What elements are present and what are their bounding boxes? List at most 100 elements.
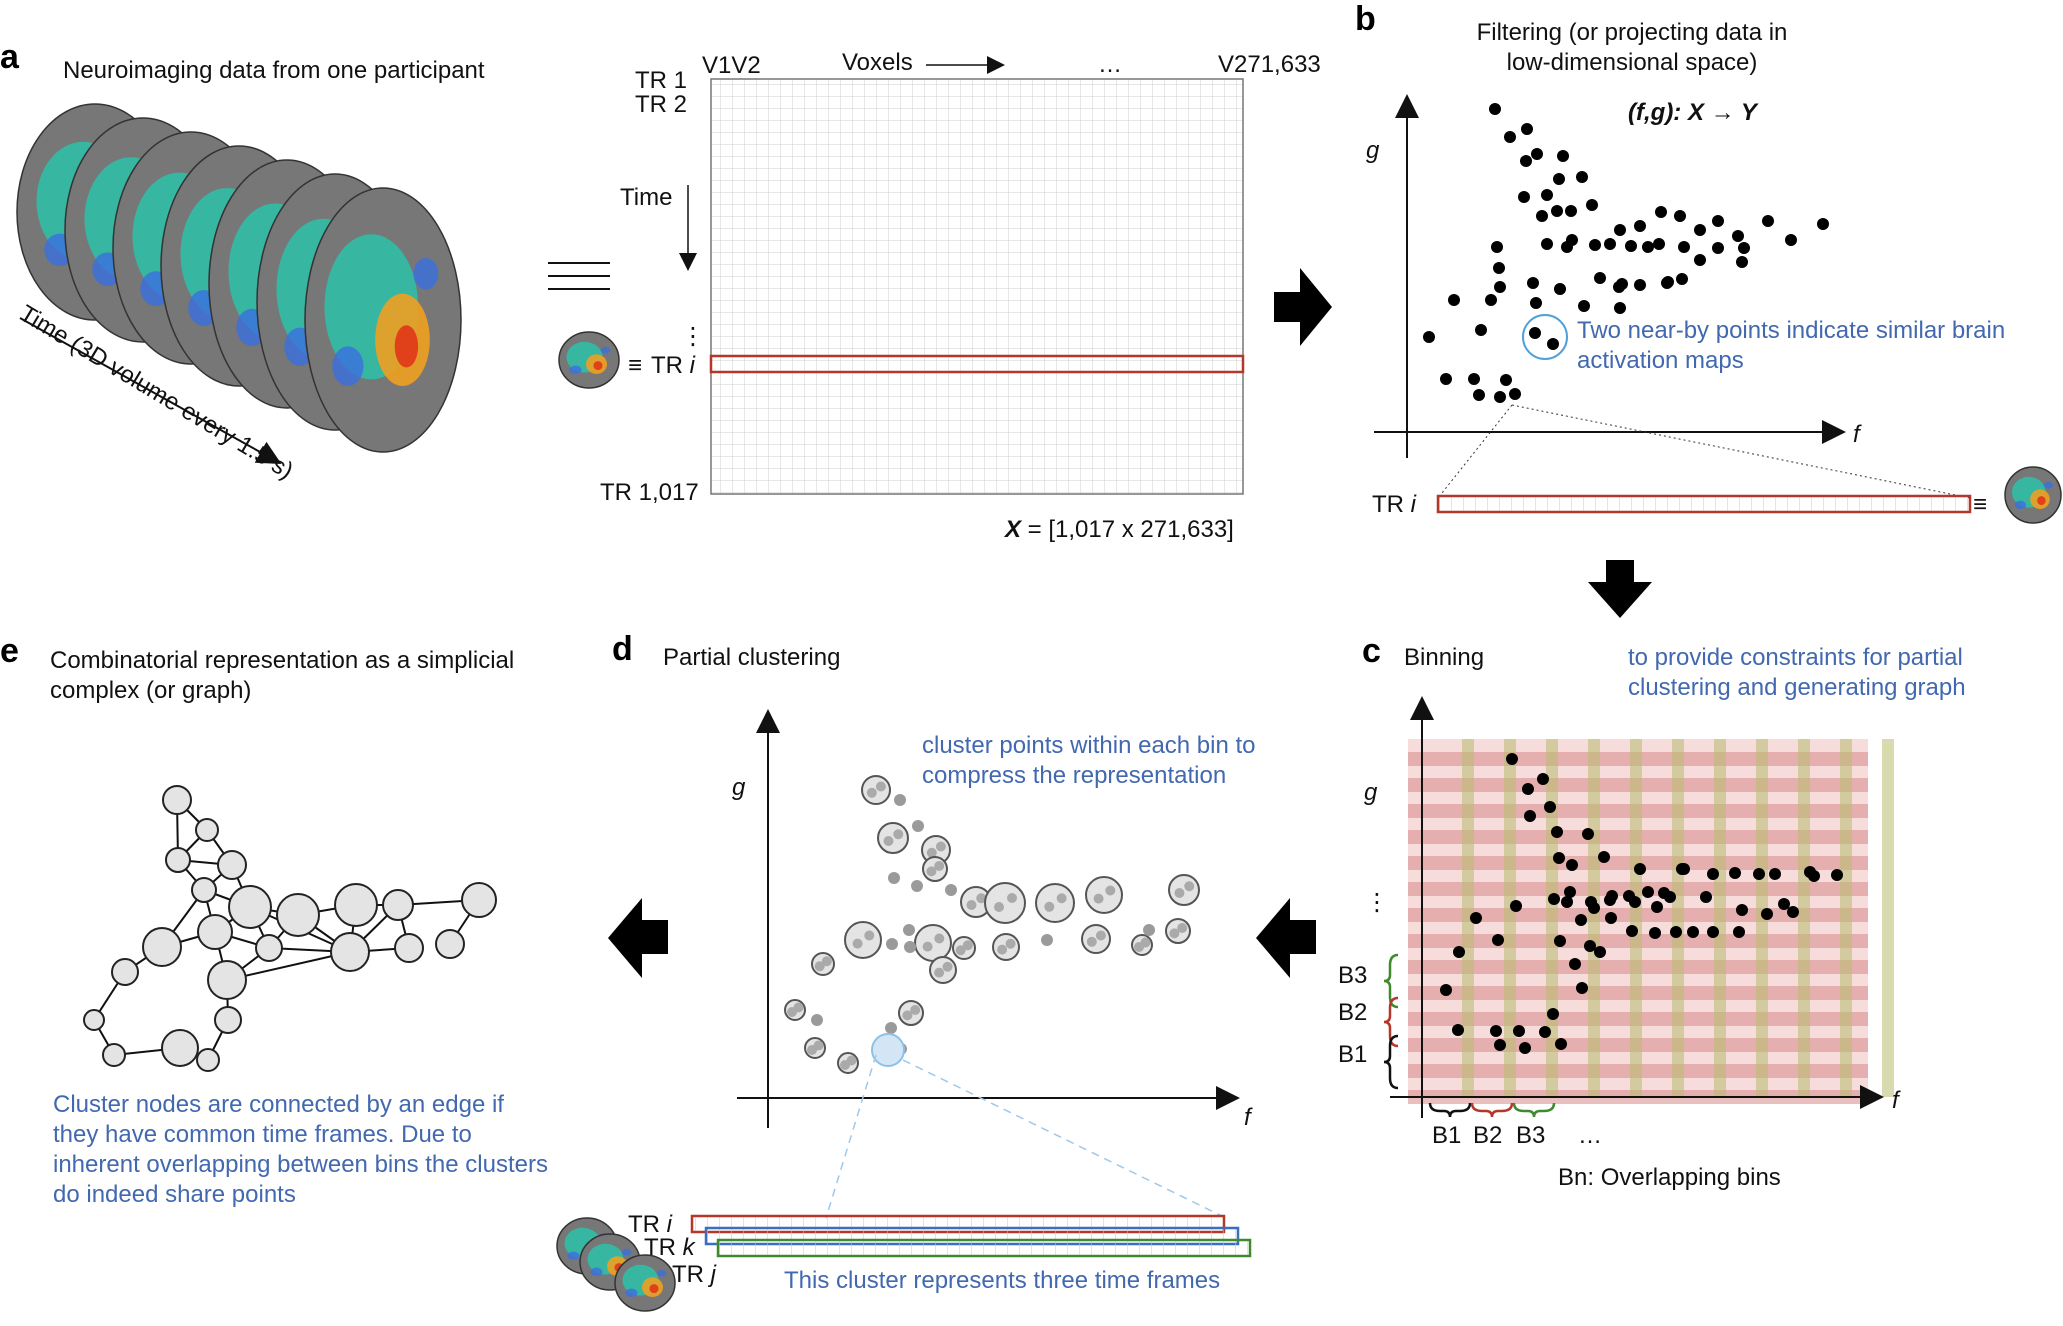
- bin-col-7: [1756, 739, 1768, 1097]
- c-ybin-label-1: B2: [1338, 999, 1367, 1026]
- arrow-b-to-c: [1588, 560, 1652, 618]
- equals-sign: [548, 262, 610, 290]
- d-cluster-16: [886, 938, 898, 950]
- e-node-n18: [111, 958, 139, 986]
- b-point-51: [1578, 300, 1590, 312]
- c-point-17: [1642, 886, 1654, 898]
- d-cluster-12: [1085, 876, 1123, 914]
- d-cluster-26: [811, 952, 835, 976]
- d-cluster-27: [904, 941, 916, 953]
- e-note-line-1: they have common time frames. Due to: [53, 1121, 472, 1148]
- d-cluster-29: [784, 999, 806, 1021]
- c-point-37: [1605, 912, 1617, 924]
- c-point-48: [1554, 935, 1566, 947]
- c-point-59: [1547, 1008, 1559, 1020]
- c-point-55: [1490, 1025, 1502, 1037]
- b-point-32: [1712, 242, 1724, 254]
- bin-col-8: [1798, 739, 1810, 1097]
- c-point-32: [1700, 891, 1712, 903]
- b-point-5: [1557, 150, 1569, 162]
- c-point-30: [1651, 901, 1663, 913]
- c-point-40: [1670, 926, 1682, 938]
- arrow-a-to-b: [1274, 268, 1332, 346]
- c-point-61: [1555, 1038, 1567, 1050]
- b-point-61: [1494, 391, 1506, 403]
- d-axis-f: f: [1244, 1104, 1253, 1131]
- arrow-d-to-e: [608, 898, 668, 978]
- d-cluster-2: [877, 822, 909, 854]
- e-note-line-2: inherent overlapping between bins the cl…: [53, 1151, 548, 1178]
- tr-last-label: TR 1,017: [600, 479, 699, 506]
- c-point-34: [1470, 912, 1482, 924]
- b-point-10: [1551, 205, 1563, 217]
- b-point-16: [1712, 215, 1724, 227]
- voxels-label: Voxels: [842, 49, 913, 76]
- c-point-3: [1544, 801, 1556, 813]
- d-cluster-28: [929, 956, 957, 984]
- b-point-52: [1614, 302, 1626, 314]
- b-point-58: [1440, 373, 1452, 385]
- c-point-21: [1729, 867, 1741, 879]
- voxels-ellipsis: …: [1098, 51, 1122, 78]
- b-note-line1: Two near-by points indicate similar brai…: [1577, 317, 2005, 344]
- c-xbin-label-2: B3: [1516, 1122, 1545, 1149]
- d-title: Partial clustering: [663, 644, 840, 671]
- b-tr-label: TR i: [1372, 491, 1417, 518]
- c-point-56: [1513, 1025, 1525, 1037]
- b-point-38: [1554, 283, 1566, 295]
- d-cluster-1: [894, 794, 906, 806]
- panel-a: a Neuroimaging data from one participant…: [0, 38, 1321, 543]
- c-ybin-label-0: B3: [1338, 962, 1367, 989]
- b-point-36: [1493, 262, 1505, 274]
- time-label: Time: [620, 184, 672, 211]
- e-node-n8: [334, 883, 378, 927]
- c-point-2: [1537, 773, 1549, 785]
- b-point-14: [1655, 206, 1667, 218]
- e-node-n12: [255, 934, 283, 962]
- d-cluster-21: [1041, 934, 1053, 946]
- c-point-41: [1687, 926, 1699, 938]
- c-xbrace-b2: [1470, 1102, 1514, 1118]
- b-point-56: [1529, 327, 1541, 339]
- brain-thumbs-d: [556, 1217, 676, 1312]
- v-last-label: V271,633: [1218, 51, 1321, 78]
- c-point-29: [1629, 896, 1641, 908]
- c-point-31: [1664, 891, 1676, 903]
- d-cluster-3: [912, 820, 924, 832]
- panel-b-title-line1: Filtering (or projecting data in: [1477, 19, 1788, 46]
- b-point-57: [1547, 338, 1559, 350]
- c-point-28: [1604, 894, 1616, 906]
- bin-col-4: [1630, 739, 1642, 1097]
- c-point-4: [1524, 810, 1536, 822]
- c-point-10: [1634, 863, 1646, 875]
- d-note-line2: compress the representation: [922, 762, 1226, 789]
- b-point-28: [1625, 240, 1637, 252]
- b-highlight-circle: [1522, 314, 1568, 360]
- d-caption: This cluster represents three time frame…: [784, 1267, 1220, 1294]
- panel-letter-c: c: [1362, 632, 1381, 670]
- b-point-12: [1586, 199, 1598, 211]
- c-point-54: [1452, 1024, 1464, 1036]
- c-point-43: [1733, 926, 1745, 938]
- b-point-24: [1561, 241, 1573, 253]
- brain-slice-6: [304, 187, 462, 453]
- b-point-2: [1504, 131, 1516, 143]
- e-node-n6: [228, 885, 272, 929]
- b-point-21: [1762, 215, 1774, 227]
- d-axis-g: g: [732, 774, 746, 801]
- mapping-label: (f,g): X → Y: [1628, 99, 1759, 126]
- b-point-44: [1736, 256, 1748, 268]
- bin-col-0: [1462, 739, 1474, 1097]
- b-point-63: [1509, 388, 1521, 400]
- c-point-53: [1440, 984, 1452, 996]
- e-node-n19: [214, 1006, 242, 1034]
- c-point-57: [1494, 1039, 1506, 1051]
- d-cluster-8: [911, 880, 923, 892]
- d-cluster-23: [1131, 934, 1153, 956]
- c-ybin-label-2: B1: [1338, 1041, 1367, 1068]
- e-title-line1: Combinatorial representation as a simpli…: [50, 647, 514, 674]
- bin-col-3: [1588, 739, 1600, 1097]
- e-node-n3: [165, 847, 191, 873]
- b-point-45: [1494, 281, 1506, 293]
